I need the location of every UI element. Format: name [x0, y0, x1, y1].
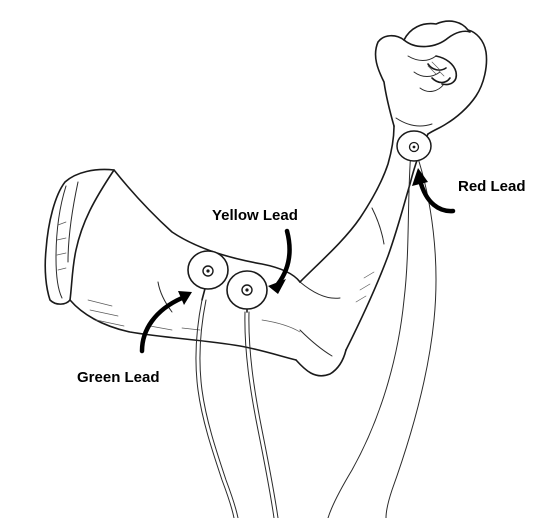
elbow	[295, 281, 347, 377]
label-green-lead: Green Lead	[77, 369, 160, 386]
electrode-green	[187, 250, 229, 290]
electrode-red	[396, 130, 432, 162]
arrow-yellow-lead	[268, 228, 292, 294]
fist	[374, 20, 488, 135]
upper-arm	[69, 169, 301, 361]
electrode-wires	[195, 149, 437, 519]
arrow-green-lead	[139, 291, 192, 354]
label-yellow-lead: Yellow Lead	[212, 207, 298, 224]
electrode-yellow	[226, 270, 268, 310]
arrow-red-lead	[412, 168, 456, 214]
rolled-sleeve	[44, 168, 115, 305]
forearm	[299, 125, 429, 351]
label-red-lead: Red Lead	[458, 178, 526, 195]
